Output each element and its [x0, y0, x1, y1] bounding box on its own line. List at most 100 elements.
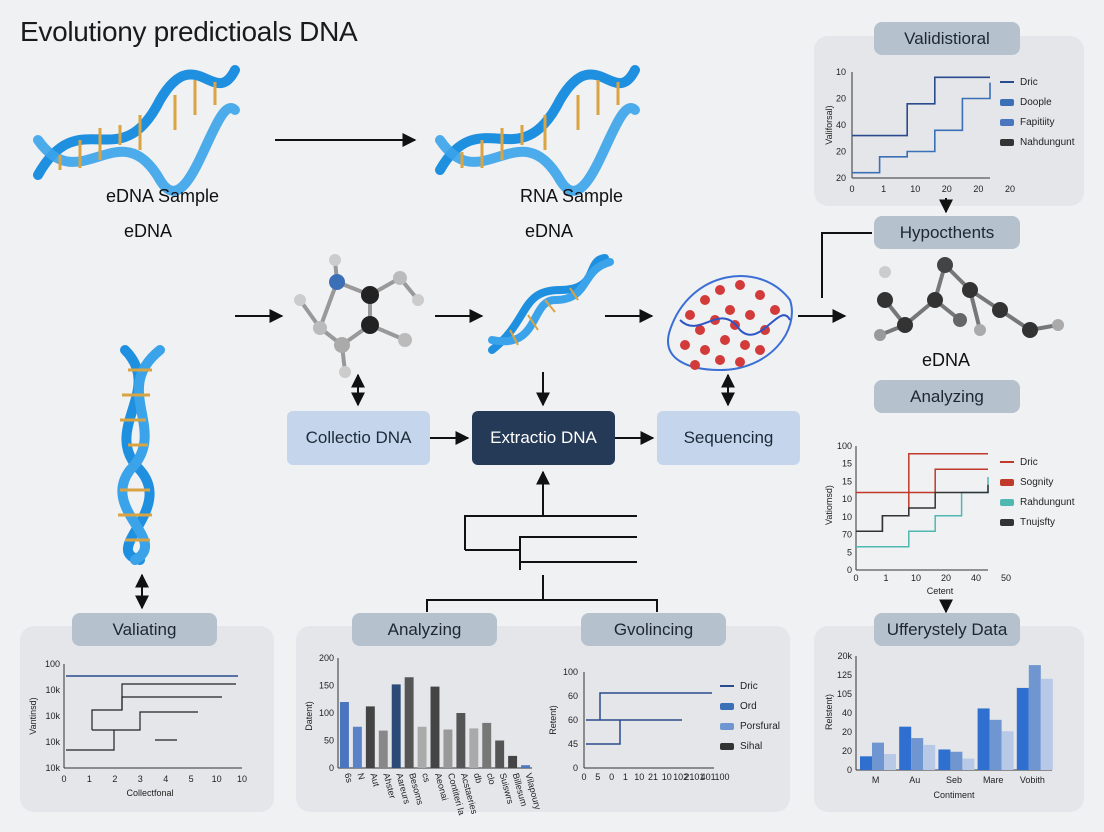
y-tick-label: 0: [329, 763, 334, 773]
evolving-pill: Gvolincing: [581, 613, 726, 646]
bar: [404, 677, 414, 768]
y-axis-label: Vatiomsd): [824, 485, 834, 525]
molecule-icon: [294, 254, 424, 378]
series-line: [92, 711, 198, 731]
y-tick-label: 40: [836, 120, 846, 130]
analyzing-evolving-panel: [296, 626, 790, 812]
x-tick-label: 0: [849, 184, 854, 194]
x-tick-label: Au: [909, 775, 920, 785]
x-tick-label: 6s: [343, 772, 355, 784]
y-tick-label: 60: [568, 691, 578, 701]
bar: [352, 726, 362, 768]
x-tick-label: 50: [1001, 573, 1011, 583]
bar: [899, 726, 912, 770]
x-tick-label: 20: [941, 573, 951, 583]
bar: [1001, 731, 1014, 770]
x-tick-label: 2: [112, 774, 117, 784]
y-tick-label: 100: [563, 667, 578, 677]
x-tick-label: 1: [623, 772, 628, 782]
y-tick-label: 200: [319, 653, 334, 663]
y-tick-label: 70: [842, 530, 852, 540]
y-tick-label: 10: [842, 494, 852, 504]
x-tick-label: 21: [648, 772, 658, 782]
x-tick-label: N: [355, 772, 366, 781]
bar: [1016, 687, 1029, 770]
y-axis-label: Datent): [304, 701, 314, 731]
x-tick-label: 1: [883, 573, 888, 583]
y-tick-label: 0: [573, 763, 578, 773]
bar: [938, 749, 951, 770]
x-tick-label: 5: [595, 772, 600, 782]
x-tick-label: 10: [662, 772, 672, 782]
bar: [884, 754, 896, 770]
y-tick-label: 20: [836, 173, 846, 183]
bar: [508, 755, 518, 768]
x-tick-label: 10: [634, 772, 644, 782]
y-tick-label: 10: [842, 512, 852, 522]
series-line: [852, 76, 990, 137]
x-tick-label: 10: [911, 573, 921, 583]
page-title: Evolutiony predictioals DNA: [20, 16, 358, 47]
x-tick-label: 401: [701, 772, 716, 782]
y-tick-label: 20: [836, 147, 846, 157]
bar: [469, 728, 479, 768]
bar: [430, 686, 440, 768]
y-axis-label: Relstent): [824, 694, 834, 730]
bar: [1040, 678, 1053, 770]
bar: [456, 713, 466, 768]
validating-panel: [20, 626, 274, 812]
x-tick-label: Mare: [983, 775, 1004, 785]
y-tick-label: 15: [842, 476, 852, 486]
y-tick-label: 105: [837, 689, 852, 699]
x-tick-label: Aut: [368, 772, 381, 788]
extract-dna-step[interactable]: Extractio DNA: [472, 411, 615, 465]
analyzing-bottom-pill: Analyzing: [352, 613, 497, 646]
collect-dna-step[interactable]: Collectio DNA: [287, 411, 430, 465]
series-line: [599, 692, 712, 720]
x-tick-label: 100: [714, 772, 729, 782]
y-tick-label: 10k: [45, 763, 60, 773]
y-tick-label: 150: [319, 681, 334, 691]
x-axis-label: Cetent: [927, 586, 954, 596]
bar: [495, 740, 505, 768]
x-tick-label: 5: [189, 774, 194, 784]
edna-right-label: eDNA: [922, 350, 971, 370]
series-line: [586, 720, 621, 745]
y-axis-label: Valiforsal): [824, 105, 834, 144]
y-tick-label: 10k: [45, 685, 60, 695]
edna-mid-label: eDNA: [525, 221, 574, 241]
y-tick-label: 40: [842, 708, 852, 718]
dna-small-icon: [488, 254, 614, 354]
x-tick-label: 20: [1005, 184, 1015, 194]
bar: [872, 742, 884, 770]
sequencing-step[interactable]: Sequencing: [657, 411, 800, 465]
bar: [989, 719, 1002, 770]
x-tick-label: 0: [61, 774, 66, 784]
edna-label: eDNA: [124, 221, 173, 241]
analyzing-right-pill: Analyzing: [874, 380, 1020, 413]
bar: [1028, 665, 1041, 770]
legend-evolving: Dric Ord Porsfural Sihal: [720, 676, 780, 756]
x-axis-label: Contiment: [933, 790, 975, 800]
x-tick-label: 10: [910, 184, 920, 194]
x-tick-label: 0: [609, 772, 614, 782]
series-line: [856, 477, 989, 548]
bar: [340, 702, 349, 768]
bar: [365, 706, 375, 768]
bar: [482, 722, 492, 768]
protein-icon: [667, 275, 793, 372]
series-line: [856, 484, 989, 532]
bar: [962, 758, 975, 770]
molecule-right-icon: [874, 257, 1064, 341]
legend-validation: Dric Doople Fapitiity Nahdungunt: [1000, 72, 1075, 152]
x-tick-label: 4: [163, 774, 168, 784]
bar: [521, 765, 530, 768]
series-line: [856, 468, 988, 532]
y-tick-label: 10: [836, 67, 846, 77]
bar: [378, 730, 388, 768]
x-tick-label: 3: [138, 774, 143, 784]
x-tick-label: 40: [971, 573, 981, 583]
edna-sample-label: eDNA Sample: [106, 186, 220, 206]
y-tick-label: 100: [837, 441, 852, 451]
